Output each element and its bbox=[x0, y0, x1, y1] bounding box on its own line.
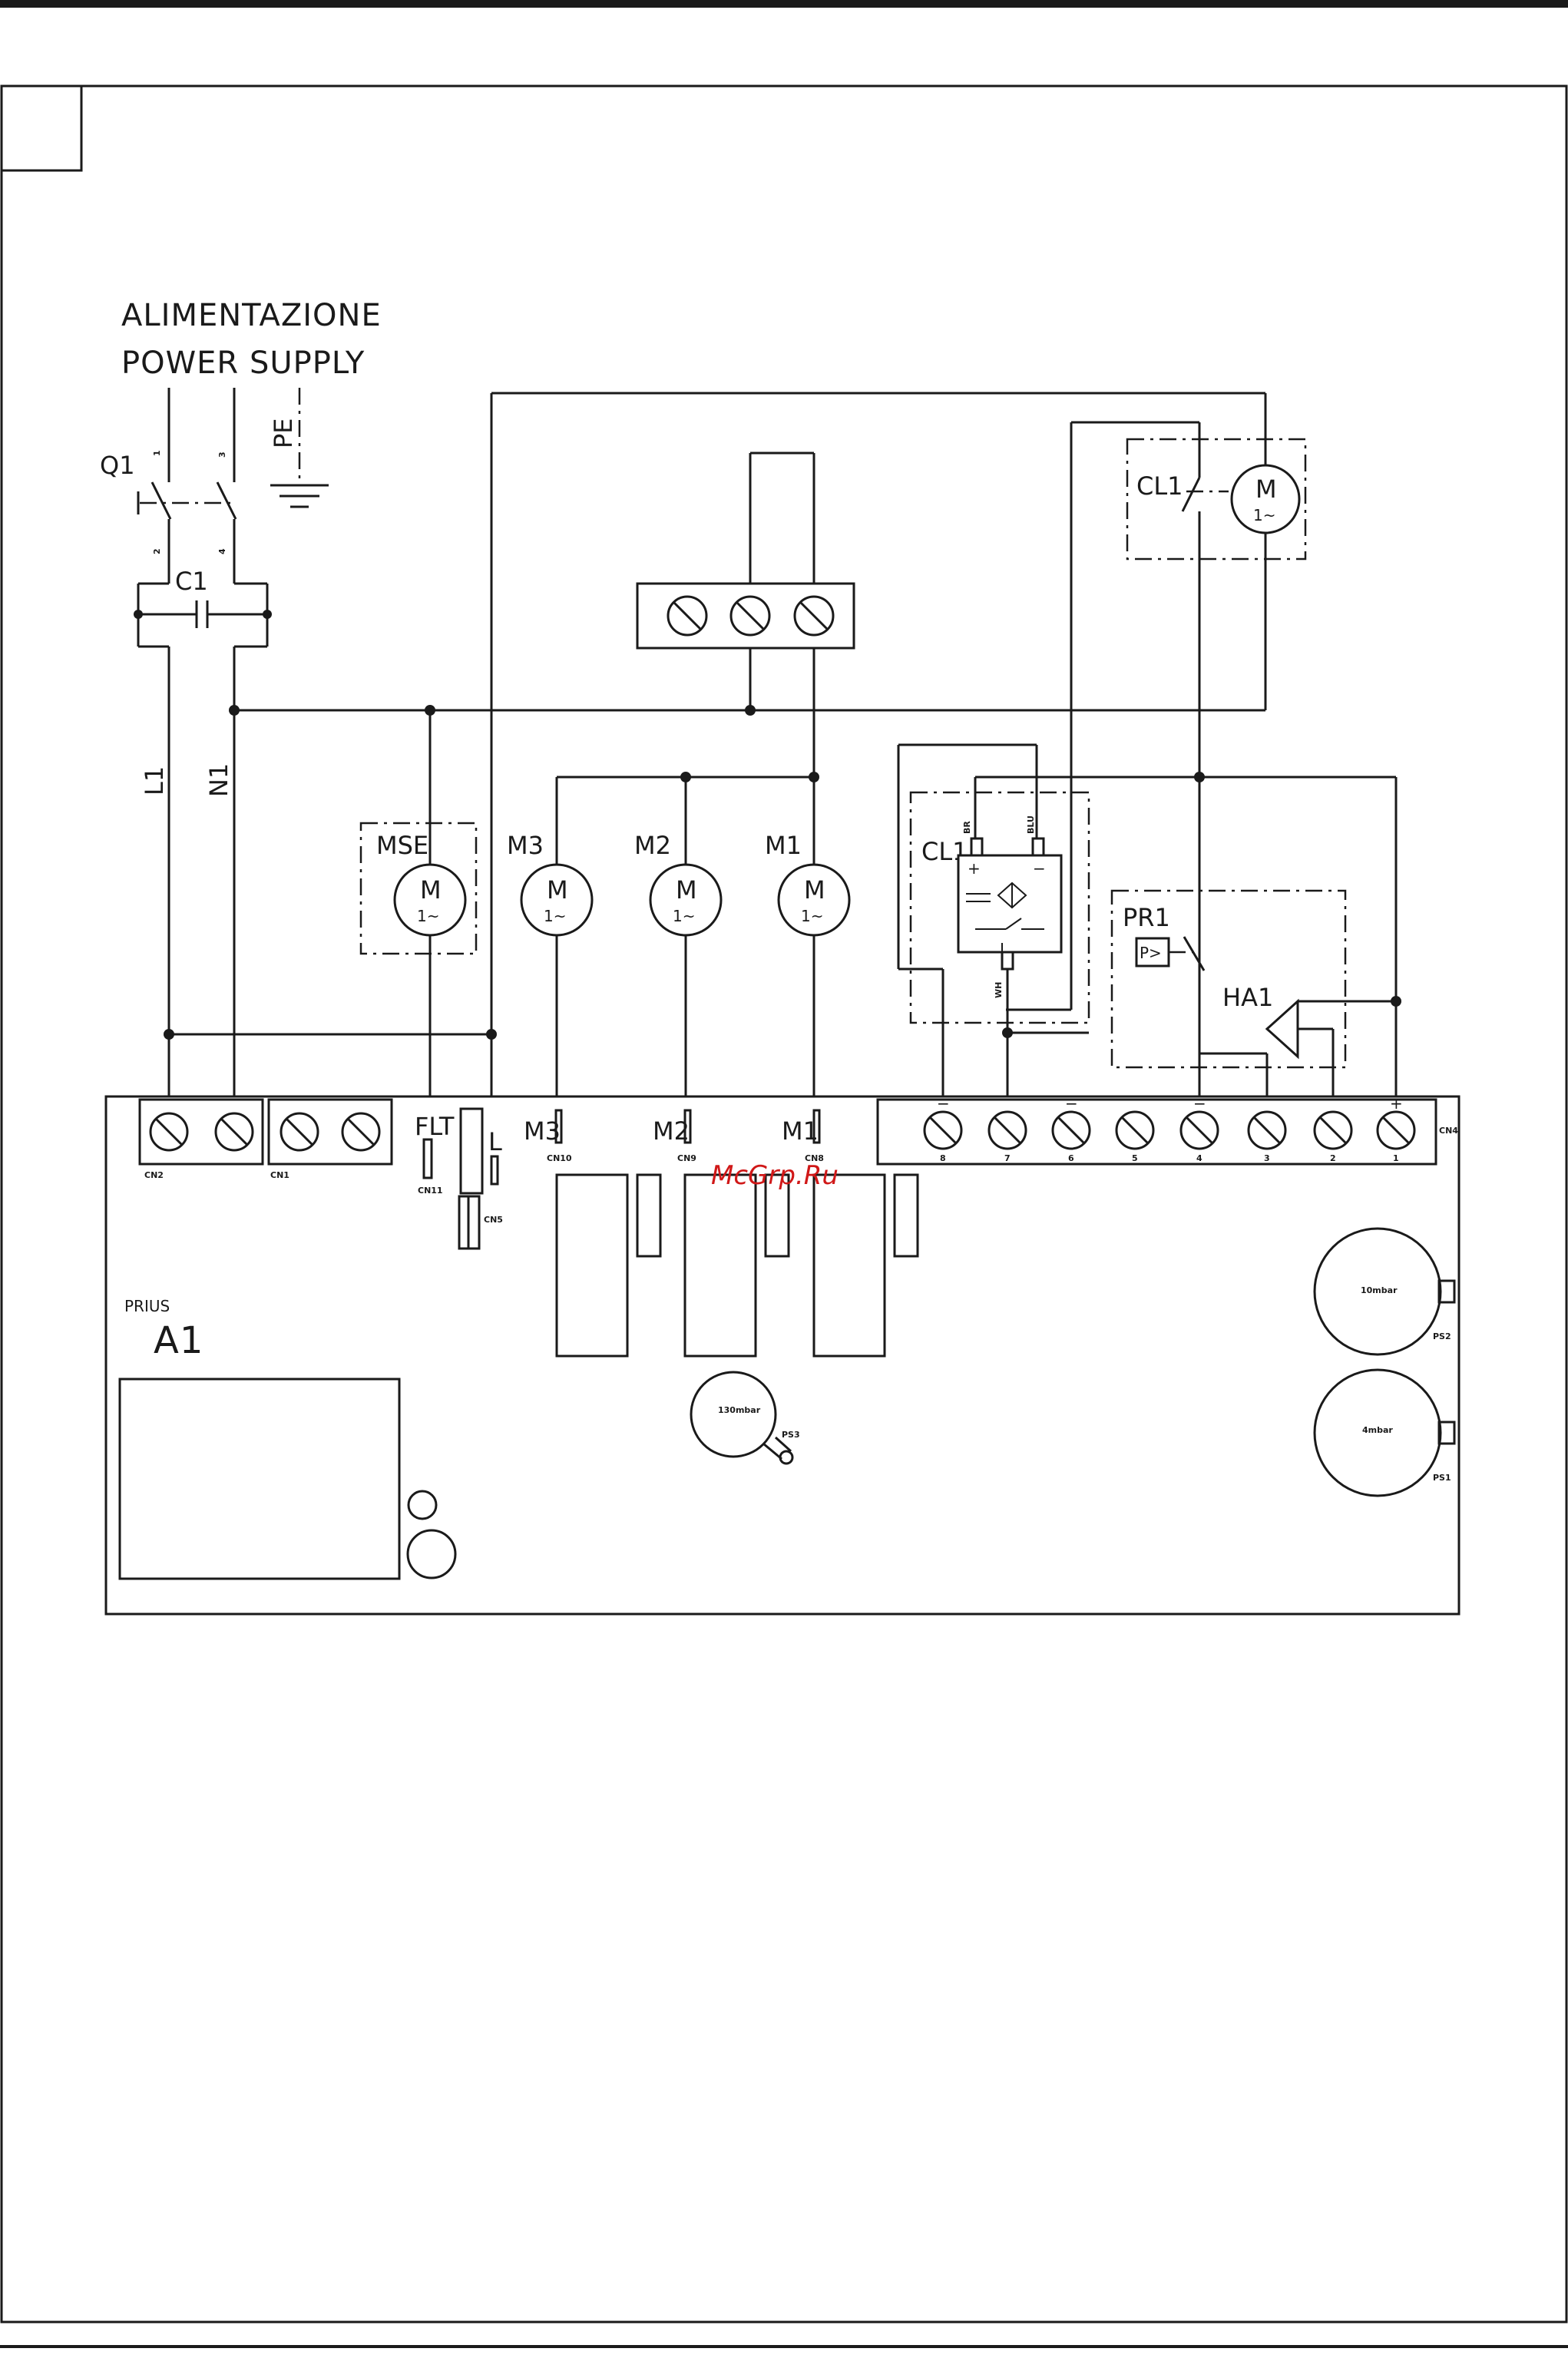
cn4-terminal-number: 4 bbox=[1196, 1153, 1202, 1163]
pole-1: 1 bbox=[152, 450, 162, 456]
m2-label: M2 bbox=[634, 831, 671, 860]
motor-terminal-block bbox=[637, 453, 854, 777]
cooling-motor-symbol: M bbox=[1255, 475, 1277, 504]
cn4-terminal-number: 7 bbox=[1004, 1153, 1011, 1163]
watermark: McGrp.Ru bbox=[711, 1160, 839, 1191]
pe-label: PE bbox=[269, 418, 298, 448]
pressure-symbol: P> bbox=[1140, 944, 1162, 962]
mse-label: MSE bbox=[376, 831, 428, 860]
m2-motor-symbol: M bbox=[676, 875, 697, 905]
cn9-label: CN9 bbox=[677, 1153, 696, 1163]
motor-m3: M3 M 1~ bbox=[507, 777, 592, 1096]
supply-title-en: POWER SUPPLY bbox=[121, 346, 365, 381]
cn4-terminal-polarity: − bbox=[1065, 1094, 1078, 1113]
cn4-terminal-number: 1 bbox=[1393, 1153, 1399, 1163]
cn10-label: CN10 bbox=[547, 1153, 572, 1163]
cn11-label: CN11 bbox=[418, 1186, 443, 1196]
earth-pe: PE bbox=[269, 388, 329, 507]
cooling-phase: 1~ bbox=[1253, 506, 1275, 524]
corner-index-box bbox=[2, 86, 81, 170]
sensor-br: BR bbox=[962, 821, 972, 834]
cn1-label: CN1 bbox=[270, 1170, 289, 1180]
mse-motor-symbol: M bbox=[420, 875, 442, 905]
top-rule bbox=[0, 0, 1568, 8]
ha1-label: HA1 bbox=[1222, 983, 1273, 1012]
m2-phase: 1~ bbox=[673, 907, 695, 925]
sensor-plus: + bbox=[968, 859, 981, 878]
cn4-terminal-number: 5 bbox=[1132, 1153, 1138, 1163]
motor-m1: M1 M 1~ bbox=[765, 777, 849, 1096]
cn4-terminal-number: 3 bbox=[1264, 1153, 1270, 1163]
m1-phase: 1~ bbox=[801, 907, 823, 925]
cooling-label: CL1 bbox=[1136, 471, 1183, 501]
bottom-rule bbox=[0, 2345, 1568, 2348]
mse-phase: 1~ bbox=[417, 907, 439, 925]
motor-mse: MSE M 1~ bbox=[361, 710, 476, 1096]
m3-phase: 1~ bbox=[544, 907, 566, 925]
capacitor-c1: C1 bbox=[134, 567, 272, 647]
l1-label: L1 bbox=[140, 766, 169, 795]
pole-2: 2 bbox=[152, 548, 162, 554]
pr1-label: PR1 bbox=[1123, 903, 1170, 932]
m1-label: M1 bbox=[765, 831, 802, 860]
ps3-value: 130mbar bbox=[718, 1405, 761, 1415]
m3-motor-symbol: M bbox=[547, 875, 568, 905]
cn4-terminal-number: 8 bbox=[940, 1153, 946, 1163]
cn4-label: CN4 bbox=[1439, 1126, 1458, 1136]
ps2-label: PS2 bbox=[1433, 1331, 1451, 1341]
flt-label: FLT bbox=[415, 1112, 455, 1141]
sensor-blu: BLU bbox=[1026, 815, 1036, 834]
sensor-minus: − bbox=[1033, 859, 1046, 878]
cn4-terminal-polarity: − bbox=[937, 1094, 950, 1113]
cn2-label: CN2 bbox=[144, 1170, 164, 1180]
pressure-switch-pr1: PR1 P> HA1 bbox=[1112, 891, 1396, 1096]
cn4-terminal-polarity: − bbox=[1193, 1094, 1206, 1113]
m1-motor-symbol: M bbox=[804, 875, 825, 905]
ps1-value: 4mbar bbox=[1362, 1425, 1393, 1435]
motor-m2: M2 M 1~ bbox=[634, 777, 721, 1096]
pole-3: 3 bbox=[217, 451, 227, 458]
cn5-label: CN5 bbox=[484, 1215, 503, 1225]
cn4-terminal-number: 6 bbox=[1068, 1153, 1074, 1163]
q1-label: Q1 bbox=[100, 451, 135, 480]
l-label: L bbox=[488, 1127, 502, 1156]
board-name: A1 bbox=[154, 1319, 203, 1362]
ps3-label: PS3 bbox=[782, 1430, 800, 1440]
cn4-terminal-polarity: + bbox=[1390, 1094, 1403, 1113]
m3-label: M3 bbox=[507, 831, 544, 860]
ps1-label: PS1 bbox=[1433, 1473, 1451, 1483]
c1-label: C1 bbox=[175, 567, 208, 596]
ps2-value: 10mbar bbox=[1361, 1285, 1398, 1295]
main-switch-q1: Q1 1 3 2 4 bbox=[100, 388, 236, 584]
board-series: PRIUS bbox=[124, 1297, 170, 1315]
supply-title-it: ALIMENTAZIONE bbox=[121, 298, 382, 333]
n1-label: N1 bbox=[204, 763, 233, 797]
pole-4: 4 bbox=[217, 548, 227, 554]
sensor-wh: WH bbox=[994, 982, 1004, 998]
cn4-terminal-number: 2 bbox=[1330, 1153, 1336, 1163]
